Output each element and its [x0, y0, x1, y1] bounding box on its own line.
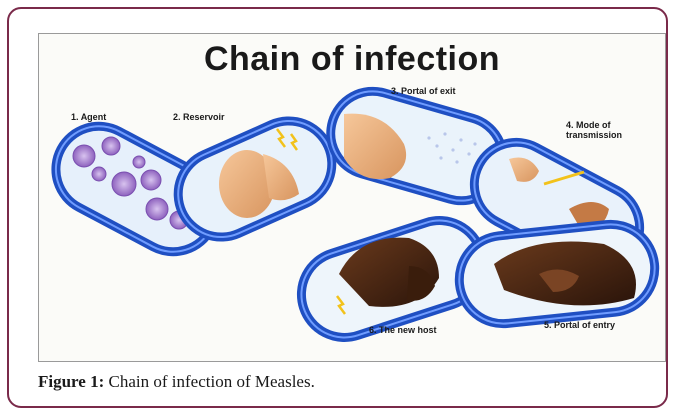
- step-label-agent: 1. Agent: [71, 112, 106, 122]
- step-label-mode-of-transmission: 4. Mode of transmission: [566, 120, 662, 141]
- chain-link-reservoir: [164, 107, 345, 251]
- caption-text: Chain of infection of Measles.: [109, 372, 315, 391]
- chain-link-portal-of-entry: [455, 220, 659, 328]
- chain-illustration: [39, 34, 665, 361]
- caption-label: Figure 1:: [38, 372, 104, 391]
- step-label-reservoir: 2. Reservoir: [173, 112, 225, 122]
- step-label-portal-of-entry: 5. Portal of entry: [544, 320, 615, 330]
- figure-image: Chain of infection: [38, 33, 666, 362]
- step-label-new-host: 6. The new host: [369, 325, 437, 335]
- step-label-portal-of-exit: 3. Portal of exit: [391, 86, 456, 96]
- figure-caption: Figure 1: Chain of infection of Measles.: [38, 372, 315, 392]
